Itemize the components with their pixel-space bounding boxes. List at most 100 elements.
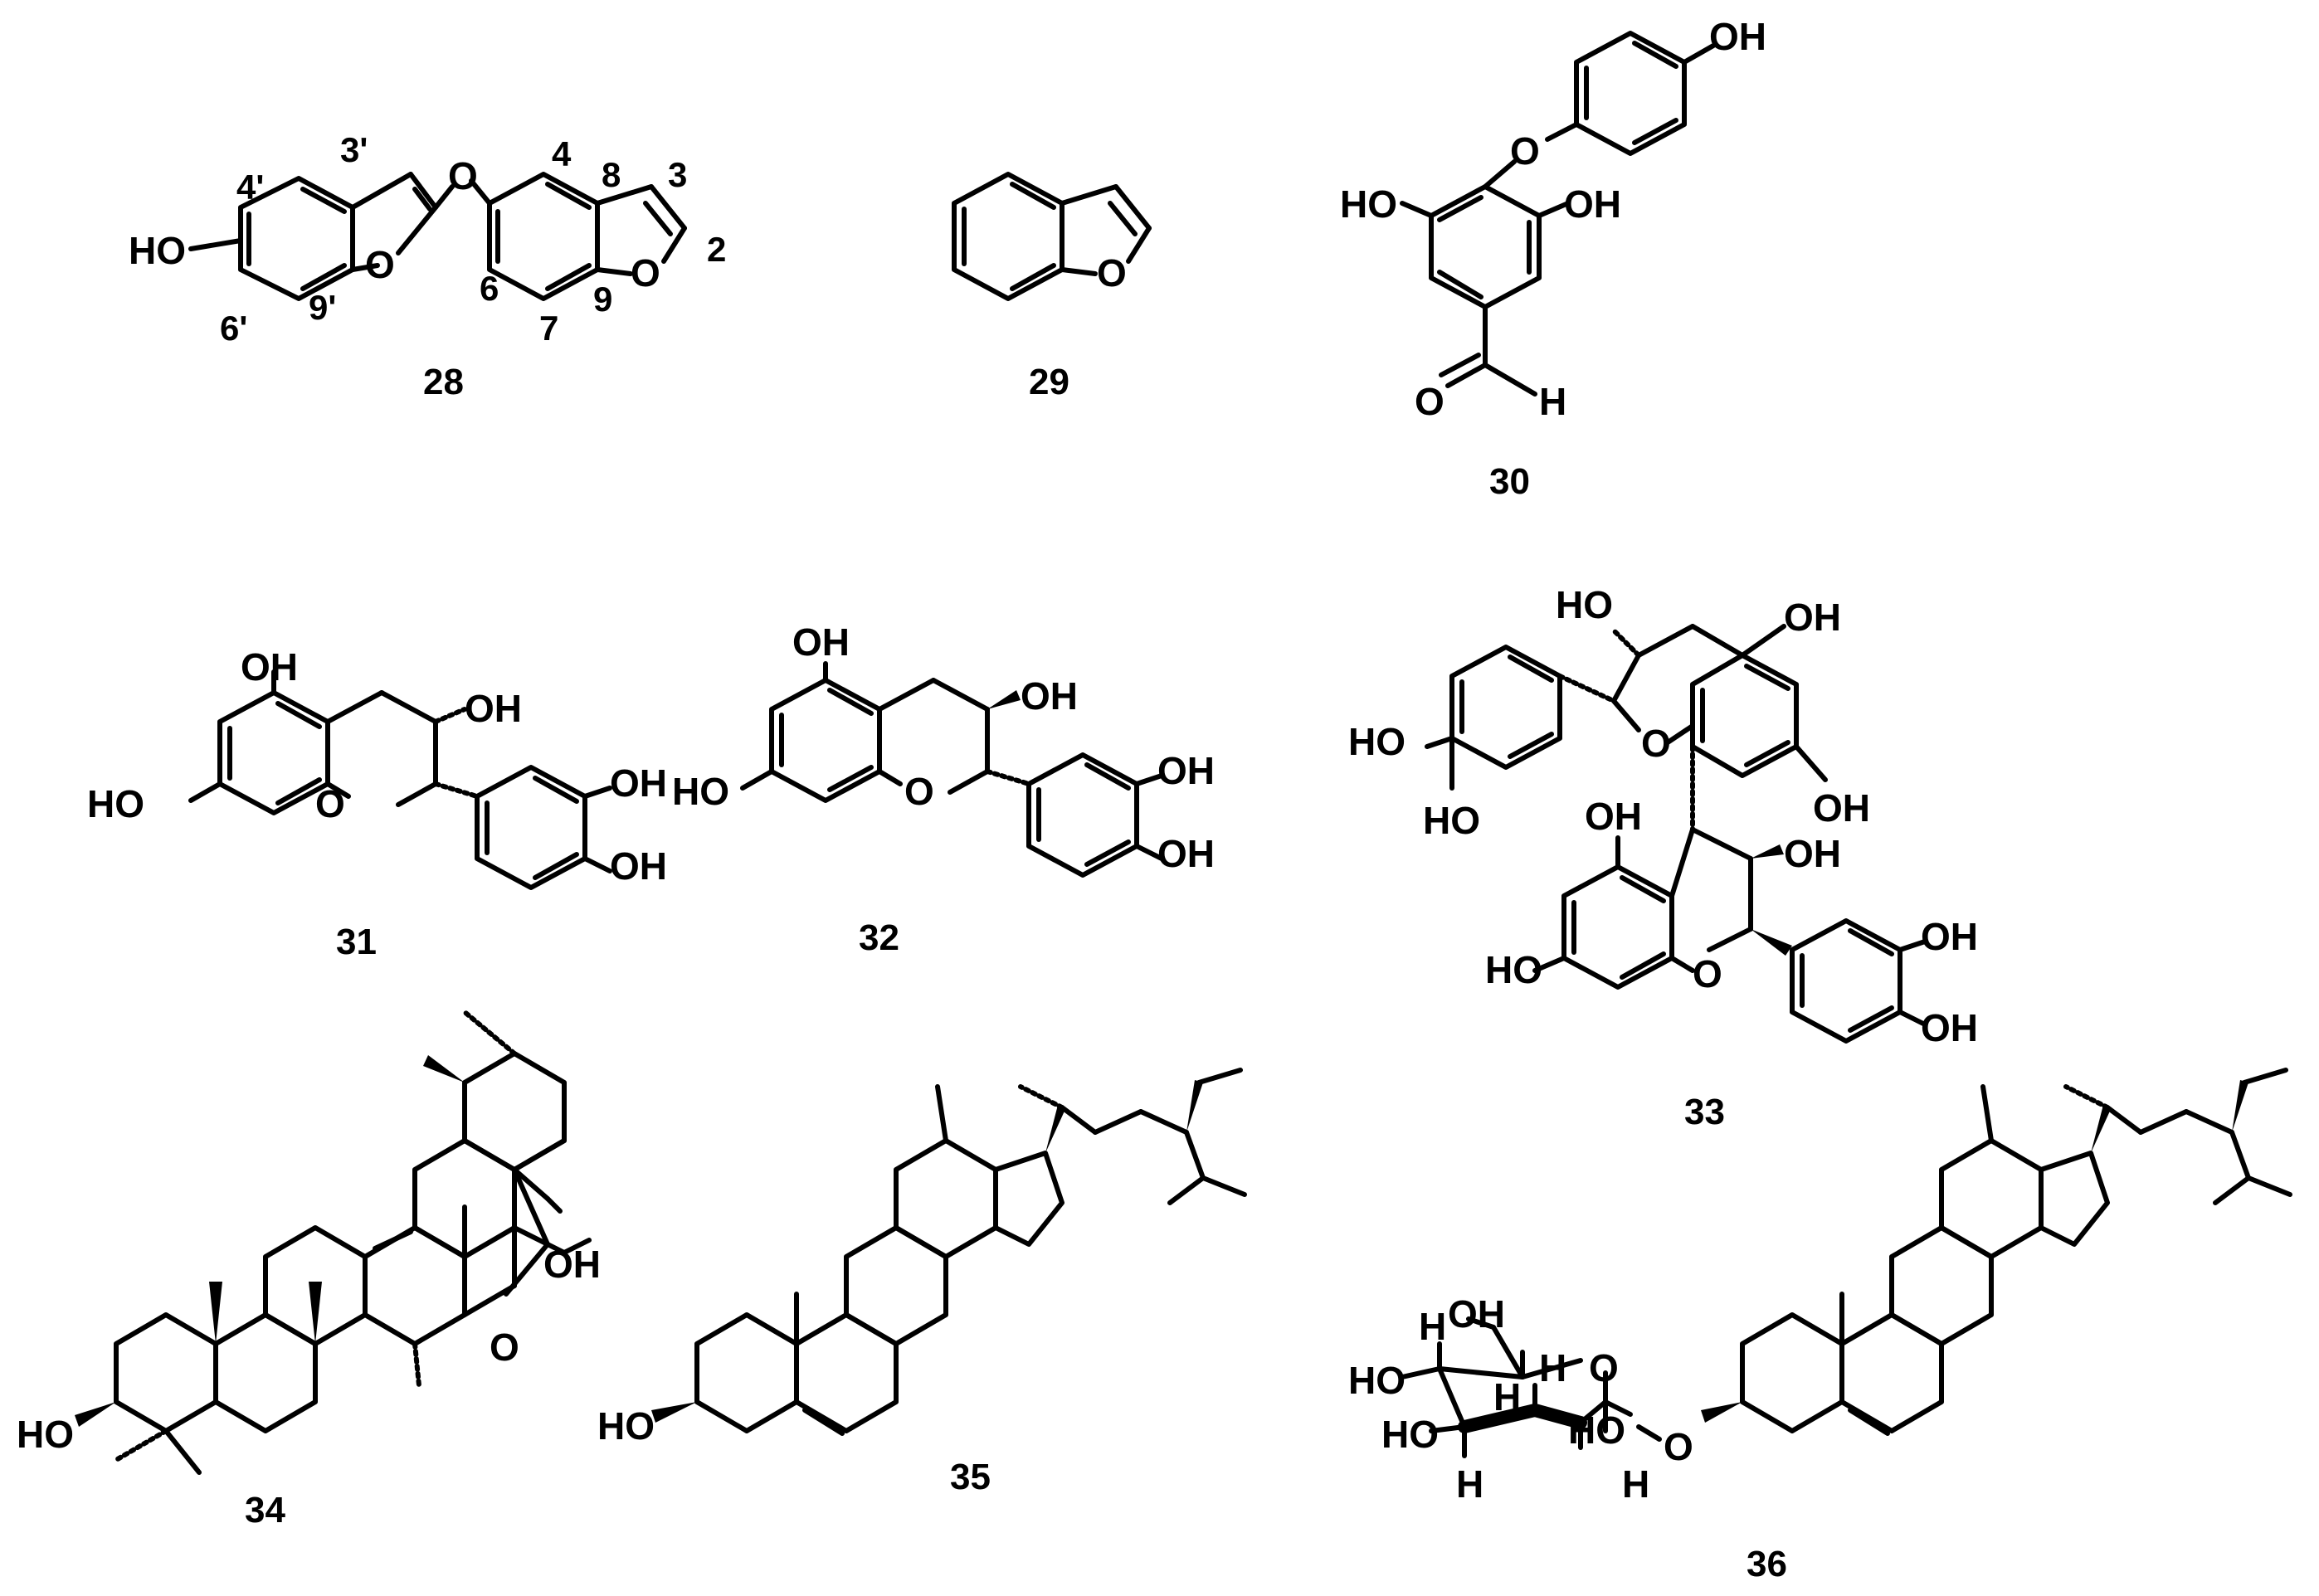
bond [1682, 43, 1716, 65]
group-label: OH [1784, 596, 1841, 639]
bond [1439, 353, 1481, 377]
compound-34: HO OH O 34 [17, 1010, 601, 1530]
bond [985, 769, 1031, 786]
bond [844, 1225, 948, 1346]
group-label: H [1419, 1305, 1446, 1348]
group-label: HO [597, 1404, 655, 1448]
group-label: OH [1784, 832, 1841, 875]
group-label: H [1539, 1346, 1566, 1389]
bond [1744, 664, 1790, 691]
bond [1449, 645, 1562, 770]
bond [1437, 195, 1483, 222]
bond [1010, 263, 1056, 291]
bond [1429, 184, 1542, 309]
bond [2039, 1151, 2110, 1247]
bond [1537, 201, 1571, 218]
bond [948, 769, 990, 795]
bond [1898, 939, 1927, 952]
bond [1483, 159, 1517, 189]
bond [993, 1151, 1064, 1247]
bond [1491, 1325, 1525, 1379]
bond [582, 786, 612, 799]
bond [1740, 1312, 1844, 1433]
wedge-bond [209, 1282, 222, 1344]
bond [1483, 363, 1537, 397]
bond [1010, 182, 1056, 210]
compound-28: HO O O O 3' 4' 6' 9' 4 8 3 2 6 7 9 28 [129, 130, 726, 402]
group-label: HO [1556, 583, 1613, 626]
bond [2184, 1109, 2234, 1135]
group-label: OH [241, 645, 298, 689]
compound-number: 28 [423, 362, 464, 402]
wedge-bond [1045, 1105, 1066, 1153]
bond [1632, 41, 1678, 69]
bond [1508, 732, 1554, 759]
bond [1093, 1109, 1143, 1135]
bond [1740, 624, 1786, 658]
bond [1620, 951, 1666, 980]
group-label: OH [1157, 832, 1215, 875]
atom-number: 3' [340, 130, 368, 169]
bond [1528, 1404, 1587, 1429]
group-label: H [1493, 1375, 1521, 1418]
bond [408, 172, 438, 210]
bond [350, 263, 380, 272]
group-label: HO [129, 229, 186, 272]
wedge-bond [1751, 929, 1792, 956]
group-label: O [490, 1326, 519, 1369]
bond [952, 172, 1064, 301]
bond [1632, 118, 1678, 145]
bond [1620, 875, 1666, 903]
bond [1690, 624, 1745, 658]
bond [1400, 1366, 1442, 1379]
wedge-bond [2232, 1080, 2248, 1132]
bond [1134, 844, 1164, 861]
group-label: H [1539, 380, 1566, 423]
bond [325, 781, 351, 799]
bond [1126, 226, 1152, 264]
bond [1196, 1068, 1243, 1085]
group-label: O [631, 251, 660, 294]
bond [1690, 653, 1799, 778]
bond [1113, 184, 1152, 231]
bond [877, 769, 903, 786]
bond [1611, 653, 1641, 703]
bond [217, 690, 330, 815]
bond [2105, 1105, 2143, 1135]
bond [475, 765, 587, 890]
bond [1898, 1010, 1927, 1027]
bond [740, 769, 774, 791]
group-label: HO [1348, 720, 1406, 763]
bond [582, 856, 612, 873]
bond [545, 263, 592, 291]
wedge-bond [987, 690, 1021, 709]
bond [533, 776, 579, 804]
bond [512, 1167, 550, 1247]
bond [877, 678, 936, 712]
bond [1429, 1424, 1467, 1433]
bond [2213, 1175, 2251, 1205]
bond [595, 267, 633, 276]
bond [1532, 956, 1566, 973]
compound-number: 33 [1684, 1092, 1725, 1132]
bond [1611, 698, 1641, 732]
group-label: O [1415, 380, 1445, 423]
atom-number: 9' [309, 288, 336, 327]
wedge-bond [2091, 1105, 2112, 1153]
bond [512, 1225, 567, 1255]
bond [1437, 270, 1483, 299]
bond [1445, 363, 1488, 388]
group-label: OH [1921, 915, 1978, 958]
bond [1425, 736, 1454, 749]
bond [275, 701, 322, 729]
bond [275, 777, 322, 805]
atom-number: 7 [539, 309, 558, 348]
bond [1060, 184, 1118, 206]
bond [1508, 654, 1554, 683]
group-label: O [1693, 952, 1722, 995]
bond [300, 187, 347, 214]
atom-number: 9 [593, 280, 612, 319]
bond [114, 1312, 218, 1433]
bond [1520, 1358, 1583, 1379]
